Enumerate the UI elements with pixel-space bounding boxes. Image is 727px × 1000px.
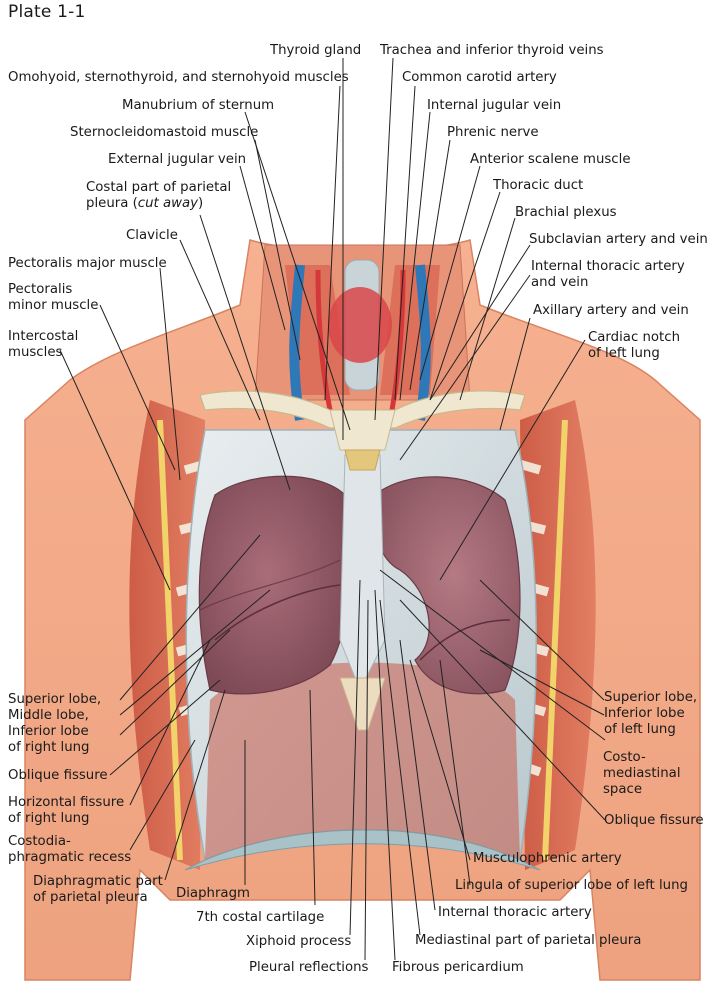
label-7th-costal-cartilage: 7th costal cartilage [196,910,325,925]
label-diaphragmatic-pleura: Diaphragmatic part of parietal pleura [33,874,163,905]
left-lung [373,476,521,695]
label-costodiaphragmatic-recess: Costodia- phragmatic recess [8,834,132,865]
label-intercostal: Intercostal muscles [8,329,79,360]
label-right-lung-lobes: Superior lobe, Middle lobe, Inferior lob… [8,692,102,755]
label-oblique-fissure-left: Oblique fissure [604,813,704,828]
right-lung [198,475,351,695]
label-internal-thoracic-artery-vein: Internal thoracic artery and vein [531,259,685,290]
label-musculophrenic-artery: Musculophrenic artery [473,851,622,866]
leader-lines [59,57,606,961]
diaphragm-border [184,829,541,871]
label-clavicle: Clavicle [126,228,178,243]
label-costal-pleura-line2a: pleura ( [86,196,138,211]
sternum-clavicles [199,390,526,731]
label-external-jugular: External jugular vein [108,152,247,167]
plate-title: Plate 1-1 [8,2,86,22]
label-costal-pleura-line1: Costal part of parietal [86,180,232,195]
label-sternocleidomastoid: Sternocleidomastoid muscle [70,125,259,140]
label-manubrium: Manubrium of sternum [122,98,275,113]
label-internal-jugular: Internal jugular vein [427,98,562,113]
label-axillary: Axillary artery and vein [533,303,689,318]
label-horizontal-fissure: Horizontal fissure of right lung [8,795,125,826]
label-anterior-scalene: Anterior scalene muscle [470,152,631,167]
label-costal-pleura-line2b: ) [198,196,204,211]
label-brachial-plexus: Brachial plexus [515,205,617,220]
label-costomediastinal-space: Costo- mediastinal space [603,750,681,797]
label-diaphragm: Diaphragm [176,886,250,901]
label-cardiac-notch: Cardiac notch of left lung [588,330,681,361]
label-xiphoid-process: Xiphoid process [246,934,352,949]
label-omohyoid: Omohyoid, sternothyroid, and sternohyoid… [8,70,349,85]
label-costal-pleura: Costal part of parietal pleura (cut away… [86,180,231,212]
label-oblique-fissure-right: Oblique fissure [8,768,108,783]
label-left-lung-lobes: Superior lobe, Inferior lobe of left lun… [604,690,698,737]
label-pleural-reflections: Pleural reflections [249,960,369,975]
label-costal-pleura-cut-away: cut away [137,196,199,211]
label-phrenic-nerve: Phrenic nerve [447,125,539,140]
label-pectoralis-minor: Pectoralis minor muscle [8,282,99,313]
label-mediastinal-pleura: Mediastinal part of parietal pleura [415,933,642,948]
label-common-carotid: Common carotid artery [402,70,557,85]
neck [254,244,471,421]
label-thyroid-gland: Thyroid gland [270,43,362,58]
label-pectoralis-major: Pectoralis major muscle [8,256,167,271]
label-fibrous-pericardium: Fibrous pericardium [392,960,524,975]
label-thoracic-duct: Thoracic duct [493,178,584,193]
label-internal-thoracic-artery: Internal thoracic artery [438,905,592,920]
label-trachea-inferior-thyroid-veins: Trachea and inferior thyroid veins [380,43,604,58]
label-subclavian: Subclavian artery and vein [529,232,708,247]
label-lingula: Lingula of superior lobe of left lung [455,878,688,893]
